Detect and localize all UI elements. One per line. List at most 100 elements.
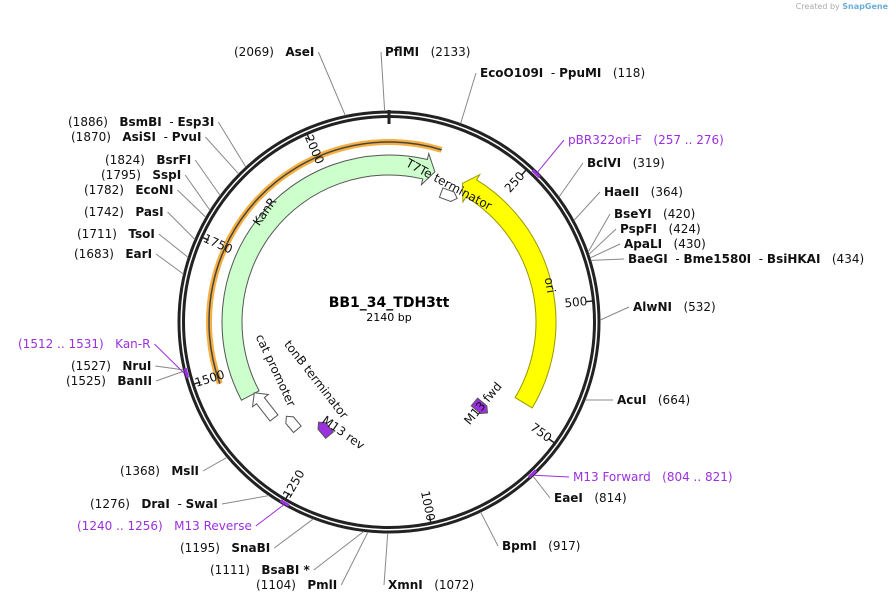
m13-fwd-marker bbox=[470, 397, 489, 415]
site-leader-line bbox=[587, 213, 611, 253]
tick-mark bbox=[193, 381, 201, 385]
primer-label[interactable]: (1240 .. 1256) M13 Reverse bbox=[77, 519, 252, 533]
cut-site-label[interactable]: (1782) EcoNI bbox=[84, 183, 173, 197]
site-position: (917) bbox=[548, 539, 581, 553]
enzyme-name: EaeI bbox=[554, 491, 583, 505]
site-leader-line bbox=[155, 370, 184, 382]
cut-site-label[interactable]: (1276) DraI - SwaI bbox=[90, 497, 218, 511]
plasmid-length: 2140 bp bbox=[366, 311, 412, 324]
site-position: (1886) bbox=[68, 115, 108, 129]
cut-site-label[interactable]: (1824) BsrFI bbox=[105, 153, 191, 167]
site-leader-line bbox=[184, 174, 211, 211]
primer-name: M13 Forward bbox=[573, 470, 651, 484]
cut-site-label[interactable]: (1527) NruI bbox=[71, 359, 151, 373]
site-position: (257 .. 276) bbox=[653, 133, 724, 147]
primer-label[interactable]: (1512 .. 1531) Kan-R bbox=[18, 337, 150, 351]
cut-site-label[interactable]: BseYI (420) bbox=[614, 207, 695, 221]
cut-site-label[interactable]: EcoO109I - PpuMI (118) bbox=[480, 66, 646, 80]
cut-site-label[interactable]: EaeI (814) bbox=[554, 491, 627, 505]
enzyme-name: BclVI bbox=[587, 156, 622, 170]
cut-site-label[interactable]: AcuI (664) bbox=[617, 393, 690, 407]
cut-site-label[interactable]: (1195) SnaBI bbox=[180, 541, 270, 555]
site-position: (1870) bbox=[71, 130, 111, 144]
site-position: (1782) bbox=[84, 183, 124, 197]
enzyme-name: ApaLI bbox=[624, 237, 663, 251]
enzyme-name: PspFI bbox=[620, 222, 657, 236]
tick-mark bbox=[548, 438, 555, 444]
site-leader-line bbox=[558, 162, 584, 198]
cut-site-label[interactable]: (2069) AseI bbox=[234, 45, 314, 59]
cut-site-label[interactable]: AlwNI (532) bbox=[633, 300, 716, 314]
site-leader-line bbox=[599, 306, 630, 321]
site-leader-line bbox=[202, 456, 228, 472]
site-position: (424) bbox=[668, 222, 701, 236]
enzyme-name: BpmI bbox=[502, 539, 537, 553]
site-position: (1683) bbox=[74, 247, 114, 261]
site-position: (1527) bbox=[71, 359, 111, 373]
cut-site-label[interactable]: PflMI (2133) bbox=[385, 45, 470, 59]
cut-site-label[interactable]: BaeGI - Bme1580I - BsiHKAI (434) bbox=[628, 252, 865, 266]
orange-arc-core bbox=[208, 141, 442, 384]
primer-name: pBR322ori-F bbox=[568, 133, 642, 147]
primer-binding-mark bbox=[279, 499, 290, 507]
tick-mark bbox=[521, 169, 527, 176]
site-leader-line bbox=[158, 233, 189, 258]
enzyme-name: XmnI bbox=[388, 578, 423, 592]
enzyme-name: BanII bbox=[117, 374, 153, 388]
cut-site-label[interactable]: ApaLI (430) bbox=[624, 237, 706, 251]
tonb-terminator-label: tonB terminator bbox=[281, 338, 351, 422]
primer-label[interactable]: M13 Forward (804 .. 821) bbox=[573, 470, 733, 484]
kanr-feature bbox=[221, 151, 436, 401]
site-position: (814) bbox=[594, 491, 627, 505]
site-leader-line bbox=[589, 243, 621, 259]
cut-site-label[interactable]: HaeII (364) bbox=[604, 185, 683, 199]
cut-site-label[interactable]: XmnI (1072) bbox=[388, 578, 474, 592]
plasmid-name: BB1_34_TDH3tt bbox=[328, 295, 450, 311]
tick-label: 1500 bbox=[193, 367, 226, 390]
site-position: (1824) bbox=[105, 153, 145, 167]
site-position: (364) bbox=[650, 185, 683, 199]
enzyme-name: PmlI bbox=[307, 578, 338, 592]
cut-site-label[interactable]: (1525) BanII bbox=[66, 374, 152, 388]
site-position: (532) bbox=[683, 300, 716, 314]
primer-name: Kan-R bbox=[115, 337, 151, 351]
cut-site-label[interactable]: (1711) TsoI bbox=[77, 227, 155, 241]
enzyme-name: PpuMI bbox=[559, 66, 602, 80]
site-leader-line bbox=[317, 51, 346, 116]
cut-site-label[interactable]: PspFI (424) bbox=[620, 222, 701, 236]
enzyme-name: PvuI bbox=[171, 130, 202, 144]
enzyme-name: SspI bbox=[152, 168, 182, 182]
primer-binding-mark bbox=[183, 367, 190, 379]
tick-label: 750 bbox=[528, 420, 555, 445]
cut-site-label[interactable]: (1742) PasI bbox=[84, 205, 164, 219]
site-leader-line bbox=[532, 475, 551, 499]
site-leader-line bbox=[194, 159, 221, 196]
tick-label: 1000 bbox=[418, 490, 438, 523]
primer-binding-mark bbox=[531, 169, 541, 179]
cut-site-label[interactable]: (1870) AsiSI - PvuI bbox=[71, 130, 202, 144]
site-leader-line bbox=[155, 365, 184, 371]
enzyme-name: EcoO109I bbox=[480, 66, 544, 80]
tick-label: 1250 bbox=[280, 467, 307, 500]
tick-mark bbox=[306, 133, 311, 141]
tick-mark bbox=[284, 492, 290, 500]
cut-site-label[interactable]: (1368) MslI bbox=[120, 464, 199, 478]
t7te-terminator-arrow bbox=[438, 187, 458, 202]
site-leader-line bbox=[383, 532, 389, 586]
enzyme-name: EcoNI bbox=[135, 183, 174, 197]
cut-site-label[interactable]: (1683) EarI bbox=[74, 247, 152, 261]
enzyme-name: SwaI bbox=[185, 497, 218, 511]
site-leader-line bbox=[588, 228, 617, 255]
site-position: (1795) bbox=[101, 168, 141, 182]
site-position: (1512 .. 1531) bbox=[18, 337, 104, 351]
site-leader-line bbox=[217, 121, 247, 168]
cut-site-label[interactable]: BpmI (917) bbox=[502, 539, 580, 553]
primer-label[interactable]: pBR322ori-F (257 .. 276) bbox=[568, 133, 724, 147]
cut-site-label[interactable]: (1795) SspI bbox=[101, 168, 181, 182]
cut-site-label[interactable]: (1104) PmlI bbox=[256, 578, 337, 592]
tick-label: 500 bbox=[564, 294, 588, 310]
cut-site-label[interactable]: BclVI (319) bbox=[587, 156, 665, 170]
cut-site-label[interactable]: (1111) BsaBI * bbox=[210, 563, 310, 577]
site-position: (430) bbox=[673, 237, 706, 251]
cut-site-label[interactable]: (1886) BsmBI - Esp3I bbox=[68, 115, 215, 129]
